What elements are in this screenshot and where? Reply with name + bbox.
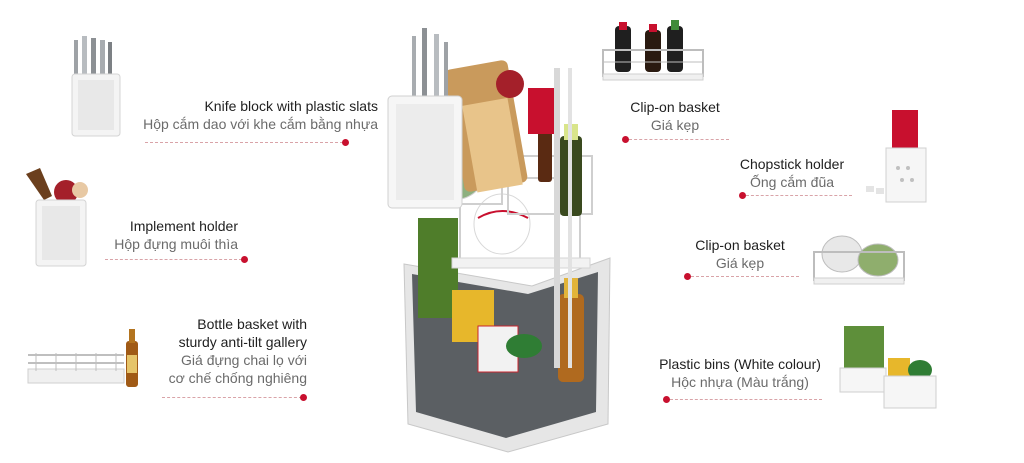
clip-on-basket-top-title: Clip-on basket — [630, 99, 720, 115]
bottle-basket-label: Bottle basket with sturdy anti-tilt gall… — [145, 315, 307, 387]
chopstick-holder-title: Chopstick holder — [739, 156, 845, 172]
chopstick-holder-label: Chopstick holder Ống cắm đũa — [722, 155, 862, 191]
clip-on-basket-mid-marker — [684, 273, 691, 280]
plastic-bins-image — [838, 322, 940, 414]
clip-on-basket-mid-image — [812, 232, 908, 288]
clip-on-basket-mid-leader — [691, 276, 799, 277]
bottle-basket-image — [26, 325, 144, 391]
bottle-basket-leader — [162, 397, 302, 398]
chopstick-holder-image — [862, 108, 932, 206]
bottle-basket-subtitle-line2: cơ chế chống nghiêng — [168, 370, 307, 386]
implement-holder-leader — [105, 259, 242, 260]
implement-holder-marker — [241, 256, 248, 263]
implement-holder-image — [22, 166, 94, 268]
plastic-bins-label: Plastic bins (White colour) Hộc nhựa (Mà… — [650, 355, 830, 391]
plastic-bins-leader — [670, 399, 822, 400]
plastic-bins-marker — [663, 396, 670, 403]
plastic-bins-subtitle: Hộc nhựa (Màu trắng) — [671, 374, 809, 390]
bottle-basket-title-line1: Bottle basket with — [197, 316, 307, 332]
clip-on-basket-top-leader — [629, 139, 729, 140]
chopstick-holder-marker — [739, 192, 746, 199]
bottle-basket-marker — [300, 394, 307, 401]
clip-on-basket-top-image — [601, 20, 707, 84]
chopstick-holder-subtitle: Ống cắm đũa — [749, 174, 835, 190]
clip-on-basket-top-label: Clip-on basket Giá kẹp — [600, 98, 750, 134]
clip-on-basket-top-marker — [622, 136, 629, 143]
clip-on-basket-mid-label: Clip-on basket Giá kẹp — [670, 236, 810, 272]
knife-block-title: Knife block with plastic slats — [204, 98, 378, 114]
knife-block-marker — [342, 139, 349, 146]
pull-out-organizer-image — [382, 28, 622, 458]
implement-holder-subtitle: Hộp đựng muôi thìa — [114, 236, 238, 252]
implement-holder-title: Implement holder — [129, 218, 238, 234]
clip-on-basket-mid-title: Clip-on basket — [695, 237, 785, 253]
knife-block-subtitle: Hộp cắm dao với khe cắm bằng nhựa — [143, 116, 378, 132]
knife-block-label: Knife block with plastic slats Hộp cắm d… — [120, 97, 378, 133]
clip-on-basket-top-subtitle: Giá kẹp — [650, 117, 700, 133]
clip-on-basket-mid-subtitle: Giá kẹp — [715, 255, 765, 271]
implement-holder-label: Implement holder Hộp đựng muôi thìa — [96, 217, 238, 253]
plastic-bins-title: Plastic bins (White colour) — [659, 356, 821, 372]
bottle-basket-subtitle-line1: Giá đựng chai lọ với — [181, 352, 307, 368]
knife-block-leader — [145, 142, 343, 143]
bottle-basket-title-line2: sturdy anti-tilt gallery — [178, 334, 307, 350]
knife-block-image — [68, 36, 126, 140]
chopstick-holder-leader — [746, 195, 852, 196]
